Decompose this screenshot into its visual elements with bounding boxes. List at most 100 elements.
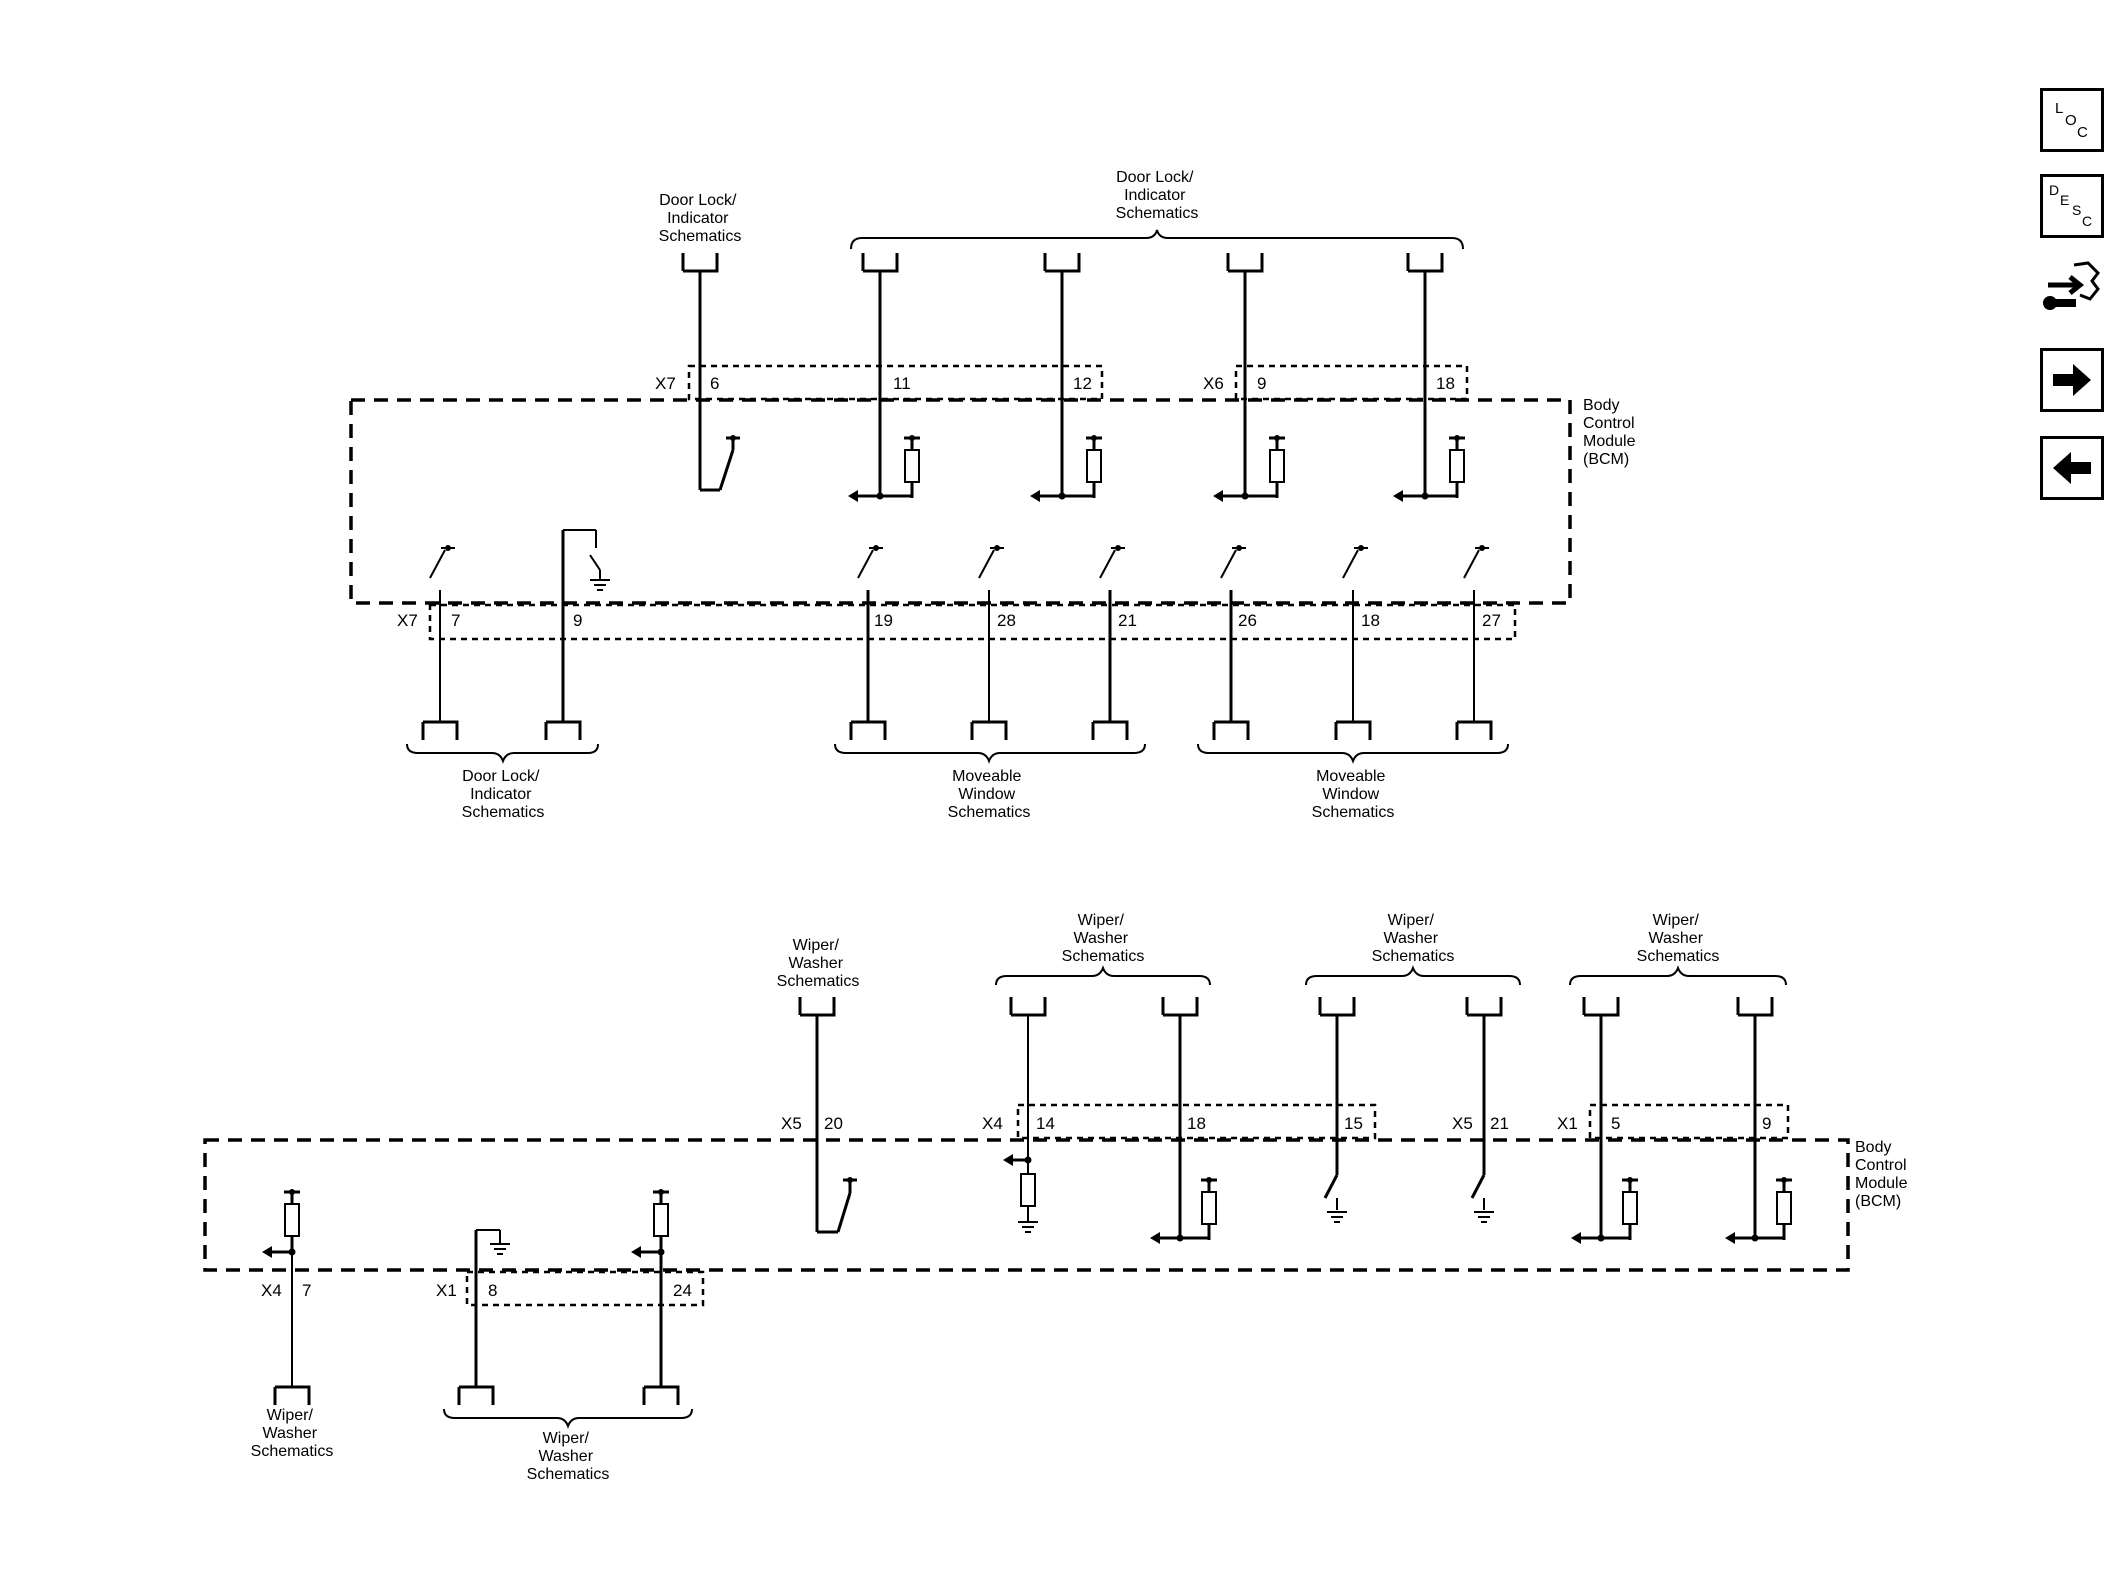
prev-button[interactable] bbox=[2040, 436, 2104, 500]
pin-label: 28 bbox=[997, 611, 1016, 630]
pin-label: 14 bbox=[1036, 1114, 1055, 1133]
group-label: Wiper/ Washer Schematics bbox=[777, 937, 860, 990]
pin-label: 19 bbox=[874, 611, 893, 630]
wire-pin-18-x6 bbox=[1393, 251, 1467, 502]
connector-name: X7 bbox=[397, 611, 418, 630]
pin-label: 27 bbox=[1482, 611, 1501, 630]
loc-icon: L O C bbox=[2055, 100, 2088, 141]
arrow-right-icon bbox=[2053, 364, 2091, 396]
bcm-module-boundary-upper bbox=[349, 398, 1572, 605]
pin-label: 24 bbox=[673, 1281, 692, 1300]
svg-text:C: C bbox=[2077, 124, 2088, 141]
upper-diagram: Body Control Module (BCM) X7 6 11 12 X6 … bbox=[349, 169, 1640, 821]
connector-name: X4 bbox=[982, 1114, 1003, 1133]
wire-pin-21 bbox=[1091, 545, 1129, 742]
group-label: Door Lock/ Indicator Schematics bbox=[462, 768, 545, 821]
pin-label: 21 bbox=[1118, 611, 1137, 630]
bcm-module-boundary-lower bbox=[203, 1138, 1850, 1272]
connector-x4-top bbox=[1016, 1103, 1377, 1140]
connector-button[interactable] bbox=[2040, 255, 2104, 319]
pin-label: 20 bbox=[824, 1114, 843, 1133]
wire-pin-27 bbox=[1455, 545, 1493, 742]
wire-pin-15 bbox=[1318, 995, 1356, 1223]
wire-pin-8-lower bbox=[457, 1229, 511, 1407]
wire-pin-6 bbox=[681, 251, 740, 492]
wire-pin-18-lower bbox=[1150, 995, 1219, 1244]
wire-pin-18-bottom bbox=[1334, 545, 1372, 742]
arrow-left-icon bbox=[2053, 452, 2091, 484]
group-brace bbox=[850, 229, 1464, 250]
pin-label: 18 bbox=[1361, 611, 1380, 630]
group-brace bbox=[995, 965, 1211, 986]
wire-pin-7-lower bbox=[262, 1187, 311, 1407]
wire-pin-20 bbox=[798, 995, 857, 1234]
group-label: Door Lock/ Indicator Schematics bbox=[659, 192, 742, 245]
connector-x6-top bbox=[1234, 364, 1469, 401]
svg-text:O: O bbox=[2065, 112, 2077, 129]
pin-label: 21 bbox=[1490, 1114, 1509, 1133]
group-label: Wiper/ Washer Schematics bbox=[527, 1430, 610, 1483]
pin-label: 5 bbox=[1611, 1114, 1620, 1133]
pin-label: 18 bbox=[1187, 1114, 1206, 1133]
group-brace bbox=[406, 743, 599, 764]
pin-label: 8 bbox=[488, 1281, 497, 1300]
group-label: Moveable Window Schematics bbox=[1312, 768, 1395, 821]
loc-button[interactable]: L O C bbox=[2040, 88, 2104, 152]
next-button[interactable] bbox=[2040, 348, 2104, 412]
svg-text:L: L bbox=[2055, 100, 2063, 117]
desc-icon: D E S C bbox=[2049, 182, 2092, 229]
wire-pin-12 bbox=[1030, 251, 1104, 502]
connector-wrench-icon bbox=[2043, 261, 2100, 310]
group-label: Door Lock/ Indicator Schematics bbox=[1116, 169, 1199, 222]
connector-x7-bottom bbox=[428, 603, 1517, 641]
wire-pin-14 bbox=[1003, 995, 1047, 1233]
wire-pin-21-lower bbox=[1465, 995, 1503, 1223]
wire-pin-26 bbox=[1212, 545, 1250, 742]
group-label: Wiper/ Washer Schematics bbox=[251, 1407, 334, 1460]
wire-pin-7 bbox=[421, 545, 459, 742]
wire-pin-19 bbox=[849, 545, 887, 742]
pin-label: 26 bbox=[1238, 611, 1257, 630]
pin-label: 12 bbox=[1073, 374, 1092, 393]
desc-button[interactable]: D E S C bbox=[2040, 174, 2104, 238]
connector-name: X7 bbox=[655, 374, 676, 393]
wire-pin-9-x6 bbox=[1213, 251, 1287, 502]
pin-label: 9 bbox=[1257, 374, 1266, 393]
pin-label: 15 bbox=[1344, 1114, 1363, 1133]
svg-text:D: D bbox=[2049, 182, 2059, 198]
pin-label: 9 bbox=[1762, 1114, 1771, 1133]
bcm-label-lower: Body Control Module (BCM) bbox=[1855, 1139, 1912, 1210]
connector-x1-bottom bbox=[465, 1270, 705, 1307]
connector-x1-top bbox=[1588, 1103, 1790, 1140]
wire-pin-5 bbox=[1571, 995, 1640, 1244]
pin-label: 11 bbox=[893, 374, 911, 393]
svg-text:C: C bbox=[2082, 213, 2092, 229]
group-label: Moveable Window Schematics bbox=[948, 768, 1031, 821]
connector-name: X5 bbox=[781, 1114, 802, 1133]
lower-diagram: Body Control Module (BCM) Wiper/ Washer … bbox=[203, 912, 1912, 1483]
wire-pin-11 bbox=[848, 251, 922, 502]
wire-pin-24-lower bbox=[631, 1187, 680, 1407]
group-brace bbox=[834, 743, 1146, 764]
group-brace bbox=[1569, 965, 1787, 986]
connector-name: X5 bbox=[1452, 1114, 1473, 1133]
pin-label: 6 bbox=[710, 374, 719, 393]
group-label: Wiper/ Washer Schematics bbox=[1372, 912, 1455, 965]
bcm-label-upper: Body Control Module (BCM) bbox=[1583, 397, 1640, 468]
wire-pin-9-bottom bbox=[544, 529, 611, 742]
group-brace bbox=[1197, 743, 1509, 764]
pin-label: 7 bbox=[302, 1281, 311, 1300]
connector-x7-top bbox=[687, 364, 1104, 401]
wire-pin-28 bbox=[970, 545, 1008, 742]
group-label: Wiper/ Washer Schematics bbox=[1062, 912, 1145, 965]
pin-label: 9 bbox=[573, 611, 582, 630]
group-brace bbox=[1305, 965, 1521, 986]
svg-text:S: S bbox=[2072, 202, 2081, 218]
pin-label: 7 bbox=[451, 611, 460, 630]
group-brace bbox=[443, 1408, 693, 1429]
wire-pin-9-lower bbox=[1725, 995, 1794, 1244]
svg-text:E: E bbox=[2060, 192, 2069, 208]
group-label: Wiper/ Washer Schematics bbox=[1637, 912, 1720, 965]
connector-name: X6 bbox=[1203, 374, 1224, 393]
